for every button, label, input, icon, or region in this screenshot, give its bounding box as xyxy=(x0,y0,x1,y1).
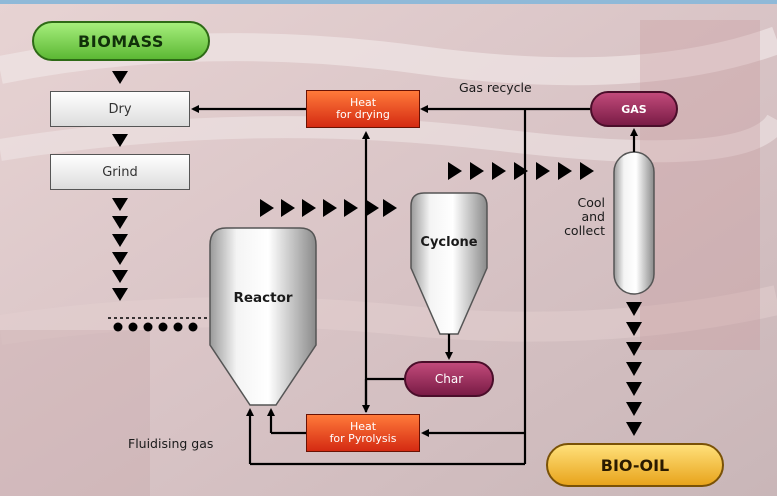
gas-recycle-label: Gas recycle xyxy=(459,80,532,95)
char-node: Char xyxy=(404,361,494,397)
heat-for-drying-box: Heat for drying xyxy=(306,90,420,128)
condenser-to-biooil-triangles xyxy=(626,302,642,436)
heat-for-pyrolysis-line2: for Pyrolysis xyxy=(329,432,397,445)
reactor-label: Reactor xyxy=(233,290,293,306)
biomass-node: BIOMASS xyxy=(32,21,210,61)
grind-step: Grind xyxy=(50,154,190,190)
cool-label-line1: Cool xyxy=(577,195,606,210)
dry-step: Dry xyxy=(50,91,190,127)
heat-for-pyrolysis-box: Heat for Pyrolysis xyxy=(306,414,420,452)
bio-oil-node: BIO-OIL xyxy=(546,443,724,487)
heat-for-drying-line1: Heat xyxy=(349,96,377,109)
cool-label-line3: collect xyxy=(564,223,605,238)
gas-node: GAS xyxy=(590,91,678,127)
cyclone-to-condenser-triangles xyxy=(448,162,594,180)
heat-for-drying-line2: for drying xyxy=(336,108,390,121)
cyclone-label: Cyclone xyxy=(420,235,478,250)
reactor-to-cyclone-triangles xyxy=(260,199,397,217)
condenser-column xyxy=(613,151,655,295)
cool-label-line2: and xyxy=(581,209,605,224)
cool-and-collect-label: Cool and collect xyxy=(545,196,605,238)
feed-triangles xyxy=(112,71,128,301)
flow-lines xyxy=(191,105,638,466)
heat-for-pyrolysis-line1: Heat xyxy=(349,420,377,433)
fluidising-gas-label: Fluidising gas xyxy=(128,436,214,451)
reactor-vessel xyxy=(209,227,317,406)
feed-dots xyxy=(108,317,210,332)
cyclone-vessel xyxy=(410,192,488,335)
